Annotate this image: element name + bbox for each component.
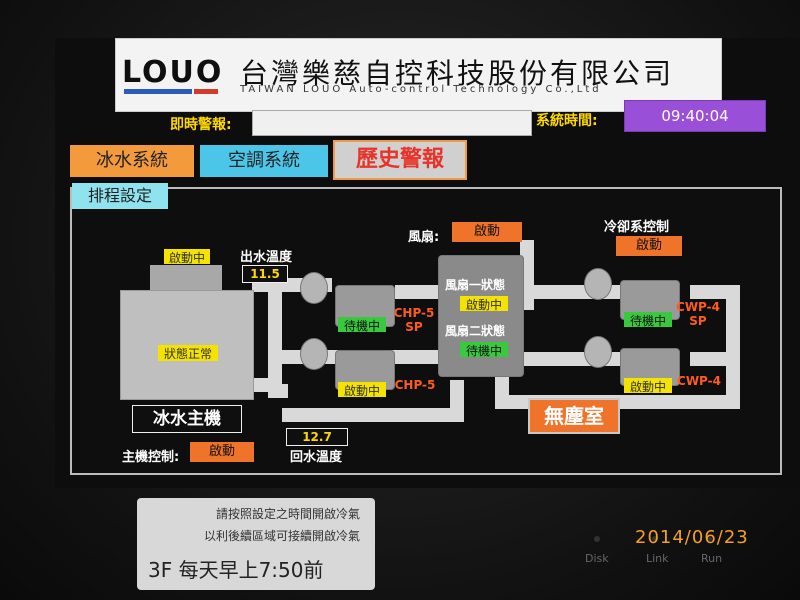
cooling-tower-fans (150, 265, 222, 291)
fan2-status-label: 風扇二狀態 (445, 324, 506, 338)
pump-chp5-head (300, 338, 328, 370)
note-line-1: 請按照設定之時間開啟冷氣 (215, 507, 360, 521)
pipe-segment (450, 380, 464, 422)
system-clock: 09:40:04 (624, 100, 766, 132)
link-led-label: Link (646, 552, 669, 565)
pipe-segment (395, 285, 445, 299)
clock-label: 系統時間: (536, 113, 598, 129)
fan2-status: 待機中 (460, 342, 508, 358)
tab-history-alarms[interactable]: 歷史警報 (333, 140, 467, 180)
cleanroom-label: 無塵室 (528, 398, 620, 434)
company-name-en: TAIWAN LOUO Auto-control Technology Co.,… (240, 84, 602, 95)
note-line-3: 3F 每天早上7:50前 (148, 558, 324, 582)
air-handling-unit (438, 255, 524, 377)
cwp4-status: 啟動中 (624, 378, 672, 394)
chp5sp-status: 待機中 (338, 317, 386, 333)
run-led (706, 536, 712, 542)
pipe-segment (268, 278, 282, 398)
host-control-label: 主機控制: (122, 450, 180, 465)
alarm-label: 即時警報: (170, 117, 232, 133)
company-name-cn: 台灣樂慈自控科技股份有限公司 (240, 57, 675, 90)
tab-ac-system[interactable]: 空調系統 (200, 145, 328, 177)
chp5-name: CHP-5 (394, 378, 436, 392)
chp5-status: 啟動中 (338, 382, 386, 398)
return-temp-value: 12.7 (286, 428, 348, 446)
tab-ice-water-system[interactable]: 冰水系統 (70, 145, 194, 177)
fan1-status: 啟動中 (460, 296, 508, 312)
chiller-main-label: 冰水主機 (132, 405, 242, 433)
run-led-label: Run (701, 552, 723, 565)
host-control-button[interactable]: 啟動 (190, 442, 254, 462)
logo-bar-red (194, 89, 218, 94)
alarm-field (252, 110, 532, 136)
disk-led (594, 536, 600, 542)
cooling-control-button[interactable]: 啟動 (616, 236, 682, 256)
link-led (652, 536, 658, 542)
cooling-control-label: 冷卻系控制 (604, 220, 670, 235)
louo-logo: LOUO (122, 55, 224, 90)
cwp4-name: CWP-4 (677, 374, 721, 388)
paper-note (137, 498, 375, 590)
note-line-2: 以利後續區域可接續開啟冷氣 (203, 529, 360, 543)
pipe-segment (726, 285, 740, 407)
fan-button[interactable]: 啟動 (452, 222, 522, 242)
tower-status-normal: 狀態正常 (158, 345, 218, 361)
fan1-status-label: 風扇一狀態 (445, 278, 506, 292)
chp5sp-name: CHP-5 SP (393, 306, 435, 334)
tower-status-running: 啟動中 (164, 249, 210, 265)
pump-cwp4-head (584, 336, 612, 368)
pipe-segment (495, 375, 509, 407)
fan-label: 風扇: (408, 230, 440, 245)
cwp4sp-status: 待機中 (624, 312, 672, 328)
return-temp-label: 回水溫度 (290, 450, 343, 465)
pipe-segment (252, 378, 282, 392)
pipe-segment (690, 352, 730, 366)
pump-chp5sp-head (300, 272, 328, 304)
supply-temp-value: 11.5 (242, 265, 288, 283)
pump-cwp4sp-head (584, 268, 612, 300)
logo-bar-blue (124, 89, 192, 94)
pipe-segment (282, 408, 462, 422)
supply-temp-label: 出水溫度 (240, 250, 293, 265)
tab-schedule[interactable]: 排程設定 (72, 183, 168, 209)
cwp4sp-name: CWP-4 SP (676, 300, 720, 328)
photo-date-stamp: 2014/06/23 (635, 527, 749, 548)
disk-led-label: Disk (585, 552, 609, 565)
